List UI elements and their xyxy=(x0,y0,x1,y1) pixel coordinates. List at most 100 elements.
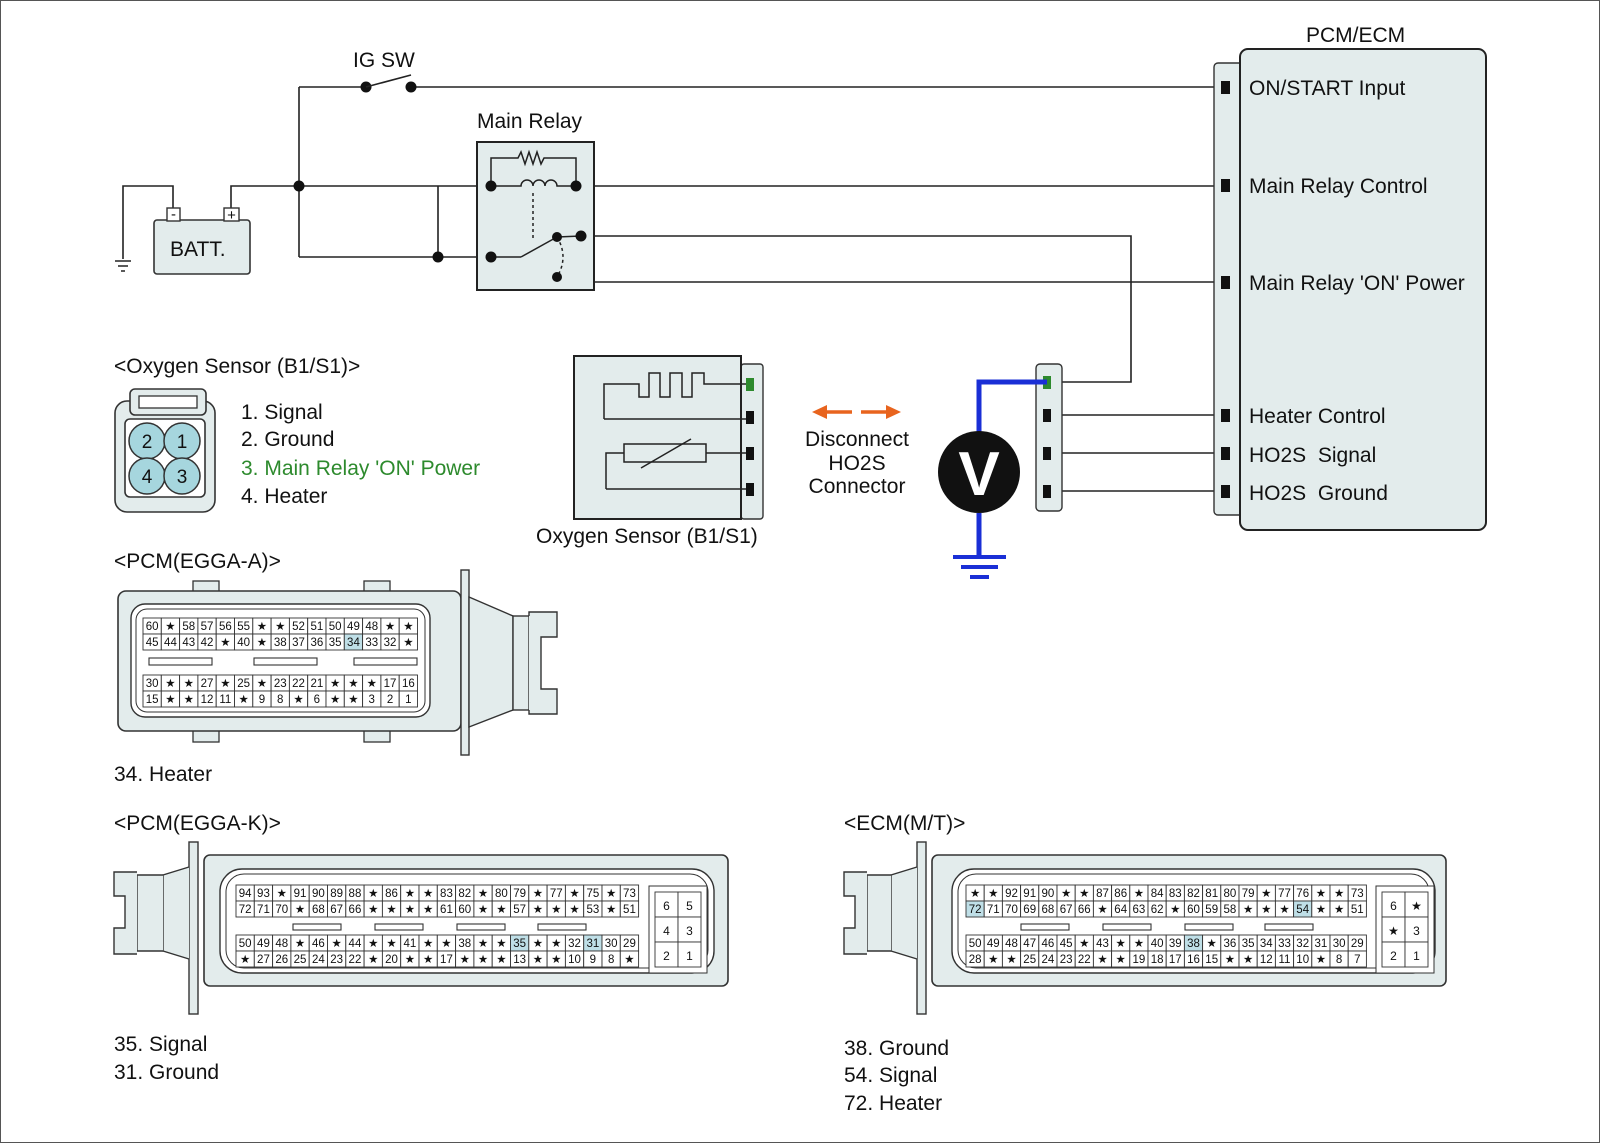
egga-a-pin-label: 42 xyxy=(201,637,214,649)
oxygen-sensor-heading: <Oxygen Sensor (B1/S1)> xyxy=(114,355,360,378)
egga-k-pin-label: 24 xyxy=(312,954,325,966)
ecm-mt-pin-label: 77 xyxy=(1278,888,1291,900)
egga-k-pin-label: ★ xyxy=(569,888,579,900)
egga-k-pin-cell xyxy=(619,950,640,968)
egga-a-pin-label: ★ xyxy=(367,678,377,690)
egga-k-pin-label: ★ xyxy=(533,904,543,916)
ecm-mt-pin-label: ★ xyxy=(988,888,998,900)
egga-a-pin-label: ★ xyxy=(238,694,248,706)
ecm-mt-pin-label: 66 xyxy=(1078,904,1091,916)
egga-a-pin-label: 48 xyxy=(365,621,378,633)
egga-a-pin-label: 56 xyxy=(219,621,232,633)
egga-a-pin-cell xyxy=(398,690,418,708)
egga-k-pin-label: 80 xyxy=(495,888,508,900)
egga-a-pin-label: 2 xyxy=(387,694,393,706)
ecm-mt-pin-cell xyxy=(1347,900,1367,918)
battery: BATT. - + xyxy=(153,206,251,275)
ecm-mt-pin-label: 84 xyxy=(1151,888,1164,900)
ecm-mt-legend-3: 72. Heater xyxy=(844,1092,942,1115)
egga-a-pin-label: ★ xyxy=(293,694,303,706)
ecm-mt-pin-label: 34 xyxy=(1260,938,1273,950)
o2-pin-4: 4 xyxy=(142,467,153,488)
egga-k-pin-label: ★ xyxy=(295,904,305,916)
egga-k-pin-label: ★ xyxy=(423,888,433,900)
ecm-mt-pin-label: ★ xyxy=(1243,904,1253,916)
egga-a-pin-label: ★ xyxy=(330,678,340,690)
ecm-mt-pin-label: 82 xyxy=(1187,888,1200,900)
egga-a-legend-1: 34. Heater xyxy=(114,763,212,786)
ecm-mt-pin-label: ★ xyxy=(970,888,980,900)
ecm-mt-pin-label: 25 xyxy=(1023,954,1036,966)
egga-k-pin-label: ★ xyxy=(533,954,543,966)
egga-k-pin-label: 75 xyxy=(586,888,599,900)
ecm-mt-pin-label: 23 xyxy=(1060,954,1073,966)
egga-a-pin-label: 23 xyxy=(274,678,287,690)
egga-k-pin-label: 13 xyxy=(513,954,526,966)
egga-k-pin-label: ★ xyxy=(606,904,616,916)
oxygen-sensor-label: Oxygen Sensor (B1/S1) xyxy=(536,525,758,548)
egga-k-pin-label: 8 xyxy=(608,954,614,966)
egga-a-pin-label: ★ xyxy=(184,694,194,706)
egga-a-title: <PCM(EGGA-A)> xyxy=(114,550,281,573)
egga-a-pin-label: 30 xyxy=(146,678,159,690)
egga-a-pin-label: ★ xyxy=(348,694,358,706)
egga-k-pin-label: 91 xyxy=(294,888,307,900)
egga-k-pin-label: ★ xyxy=(551,938,561,950)
oxygen-sensor-component: Oxygen Sensor (B1/S1) xyxy=(536,355,764,548)
ecm-mt-pin-label: 38 xyxy=(1187,938,1200,950)
egga-a-pin-label: 43 xyxy=(182,637,195,649)
egga-a-pin-label: 36 xyxy=(310,637,323,649)
egga-k-pin-label: 61 xyxy=(440,904,453,916)
egga-a-pin-label: 21 xyxy=(310,678,323,690)
ecm-mt-pin-label: ★ xyxy=(1334,888,1344,900)
disconnect-line2: HO2S xyxy=(828,452,885,475)
ecm-mt-pin-label: 30 xyxy=(1333,938,1346,950)
egga-k-pin-label: 70 xyxy=(275,904,288,916)
ecm-mt-pin-label: 86 xyxy=(1114,888,1127,900)
egga-k-pin-label: 22 xyxy=(349,954,362,966)
ecm-mt-pin-label: 67 xyxy=(1060,904,1073,916)
ecm-mt-pin-label: 90 xyxy=(1042,888,1055,900)
ecm-mt-pin-label: ★ xyxy=(1006,954,1016,966)
voltmeter-symbol: V xyxy=(958,440,999,509)
egga-k-pin-label: 82 xyxy=(458,888,471,900)
egga-k-pin-label: 53 xyxy=(586,904,599,916)
pcm-pin-ho2s-ground: HO2S Ground xyxy=(1249,482,1388,505)
egga-k-pin-label: ★ xyxy=(533,938,543,950)
egga-k-pin-label: ★ xyxy=(386,904,396,916)
egga-k-aux-pin-label: 1 xyxy=(686,949,693,963)
egga-a-pin-label: 58 xyxy=(182,621,195,633)
egga-a-pin-label: 9 xyxy=(259,694,265,706)
ecm-mt-pin-label: 33 xyxy=(1278,938,1291,950)
ecm-mt-pin-label: 16 xyxy=(1187,954,1200,966)
egga-k-pin-label: 93 xyxy=(257,888,270,900)
ecm-mt-pin-label: ★ xyxy=(1061,888,1071,900)
ecm-mt-pin-label: ★ xyxy=(1316,954,1326,966)
egga-a-pin-label: ★ xyxy=(257,678,267,690)
ecm-mt-pin-label: 29 xyxy=(1351,938,1364,950)
voltmeter: V xyxy=(938,379,1047,579)
ecm-mt-legend-1: 38. Ground xyxy=(844,1037,949,1060)
egga-k-pin-label: ★ xyxy=(295,938,305,950)
egga-k-pin-label: ★ xyxy=(624,954,634,966)
egga-k-pin-label: ★ xyxy=(405,904,415,916)
egga-a-pin-label: 50 xyxy=(329,621,342,633)
egga-k-aux-pin-label: 4 xyxy=(663,924,670,938)
egga-a-pin-label: 22 xyxy=(292,678,305,690)
egga-a-pin-label: ★ xyxy=(348,678,358,690)
ecm-mt-pin-label: 40 xyxy=(1151,938,1164,950)
ecm-mt-pin-label: 12 xyxy=(1260,954,1273,966)
egga-k-pin-label: ★ xyxy=(331,938,341,950)
egga-a-pin-label: 51 xyxy=(310,621,323,633)
egga-k-pin-label: 68 xyxy=(312,904,325,916)
ecm-mt-pin-label: 19 xyxy=(1133,954,1146,966)
ecm-mt-pin-label: 46 xyxy=(1042,938,1055,950)
ecm-mt-pin-label: 31 xyxy=(1315,938,1328,950)
ecm-mt-aux-pin-label: 3 xyxy=(1413,924,1420,938)
egga-a-pin-label: 1 xyxy=(405,694,411,706)
ecm-mt-pin-label: 54 xyxy=(1296,904,1309,916)
egga-k-pin-label: ★ xyxy=(368,888,378,900)
ecm-mt-pin-label: 70 xyxy=(1005,904,1018,916)
egga-k-pin-label: 66 xyxy=(349,904,362,916)
